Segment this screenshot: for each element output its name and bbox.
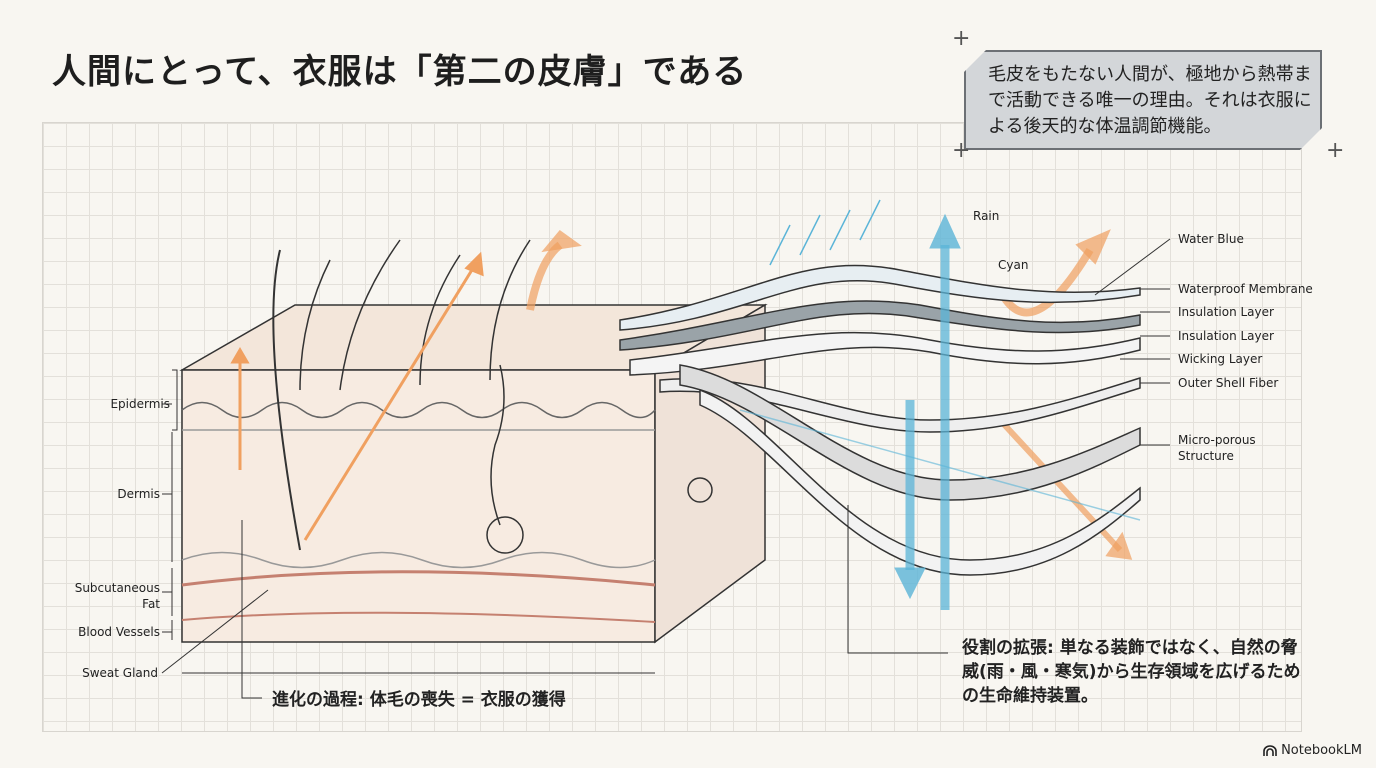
moisture-arrows <box>739 199 1141 610</box>
label-cyan: Cyan <box>998 258 1029 272</box>
label-waterproof-membrane: Waterproof Membrane <box>1178 282 1313 296</box>
caption-evolution: 進化の過程: 体毛の喪失 = 衣服の獲得 <box>272 690 566 710</box>
crosshair-icon: + <box>952 26 971 51</box>
label-insulation-layer: Insulation Layer <box>1178 305 1274 319</box>
callout-text: 毛皮をもたない人間が、極地から熱帯まで活動できる唯一の理由。それは衣服による後天… <box>988 64 1312 137</box>
label-dermis: Dermis <box>117 487 160 501</box>
brand-name: NotebookLM <box>1281 743 1362 758</box>
crosshair-icon: + <box>1326 138 1345 163</box>
label-water-blue: Water Blue <box>1178 232 1244 246</box>
crosshair-icon: + <box>952 138 971 163</box>
notebooklm-icon <box>1263 744 1277 756</box>
label-rain: Rain <box>973 209 1000 223</box>
skin-cross-section <box>179 239 768 644</box>
label-wicking-layer: Wicking Layer <box>1178 352 1263 366</box>
label-insulation-layer: Insulation Layer <box>1178 329 1274 343</box>
page-title: 人間にとって、衣服は「第二の皮膚」である <box>52 52 748 92</box>
caption-role: 役割の拡張: 単なる装飾ではなく、自然の脅威(雨・風・寒気)から生存領域を広げる… <box>962 638 1301 706</box>
heat-arrows <box>230 229 1133 560</box>
label-micro-porous-structure: Micro-porous Structure <box>1178 433 1256 463</box>
label-epidermis: Epidermis <box>110 397 170 411</box>
label-subcutaneous-fat: Subcutaneous Fat <box>74 581 160 611</box>
label-sweat-gland: Sweat Gland <box>82 666 158 680</box>
callout-box <box>964 50 1322 150</box>
leader-lines <box>161 238 1171 699</box>
fabric-layers <box>619 264 1141 576</box>
label-blood-vessels: Blood Vessels <box>78 625 160 639</box>
brand-logo: NotebookLM <box>1263 743 1362 758</box>
label-outer-shell-fiber: Outer Shell Fiber <box>1178 376 1279 390</box>
